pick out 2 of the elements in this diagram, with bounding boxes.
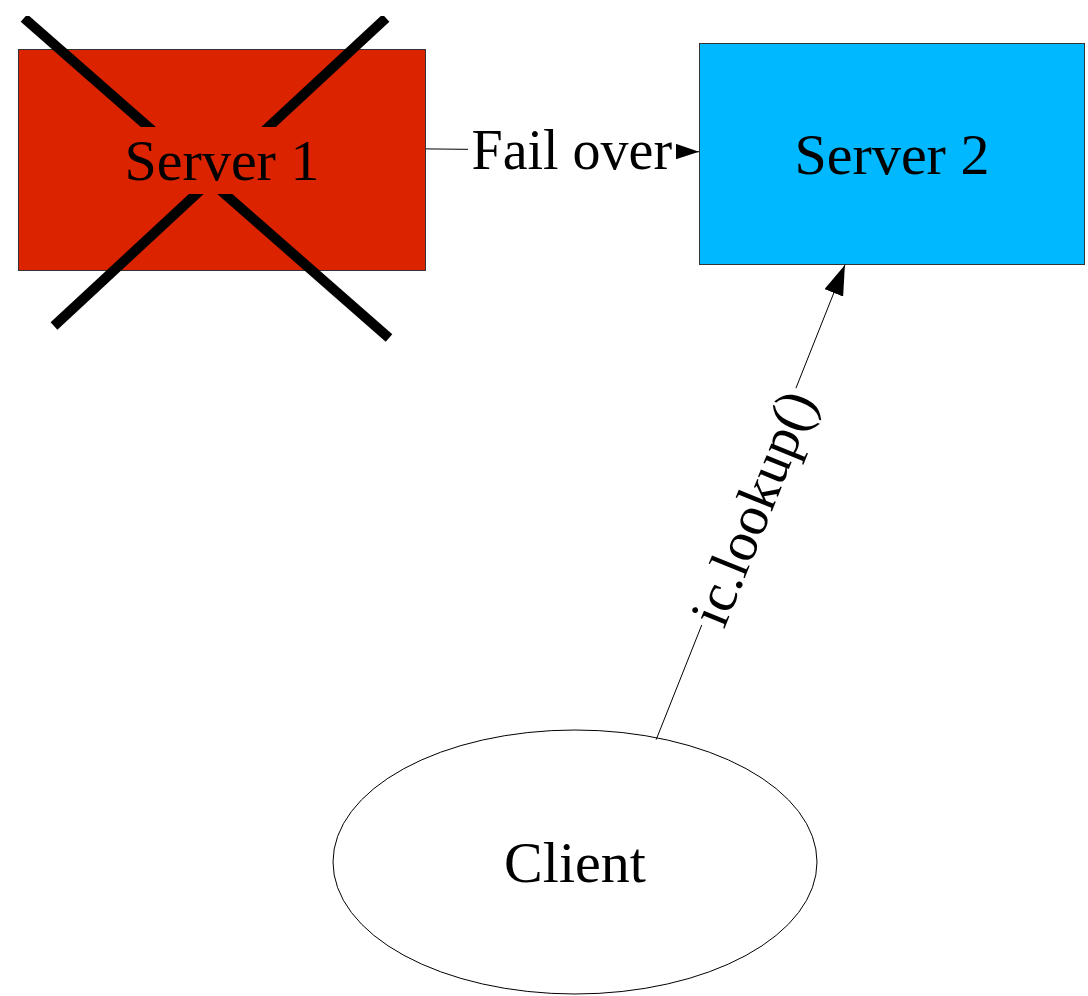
client-ellipse: [332, 729, 818, 995]
server-box: [699, 43, 1085, 265]
